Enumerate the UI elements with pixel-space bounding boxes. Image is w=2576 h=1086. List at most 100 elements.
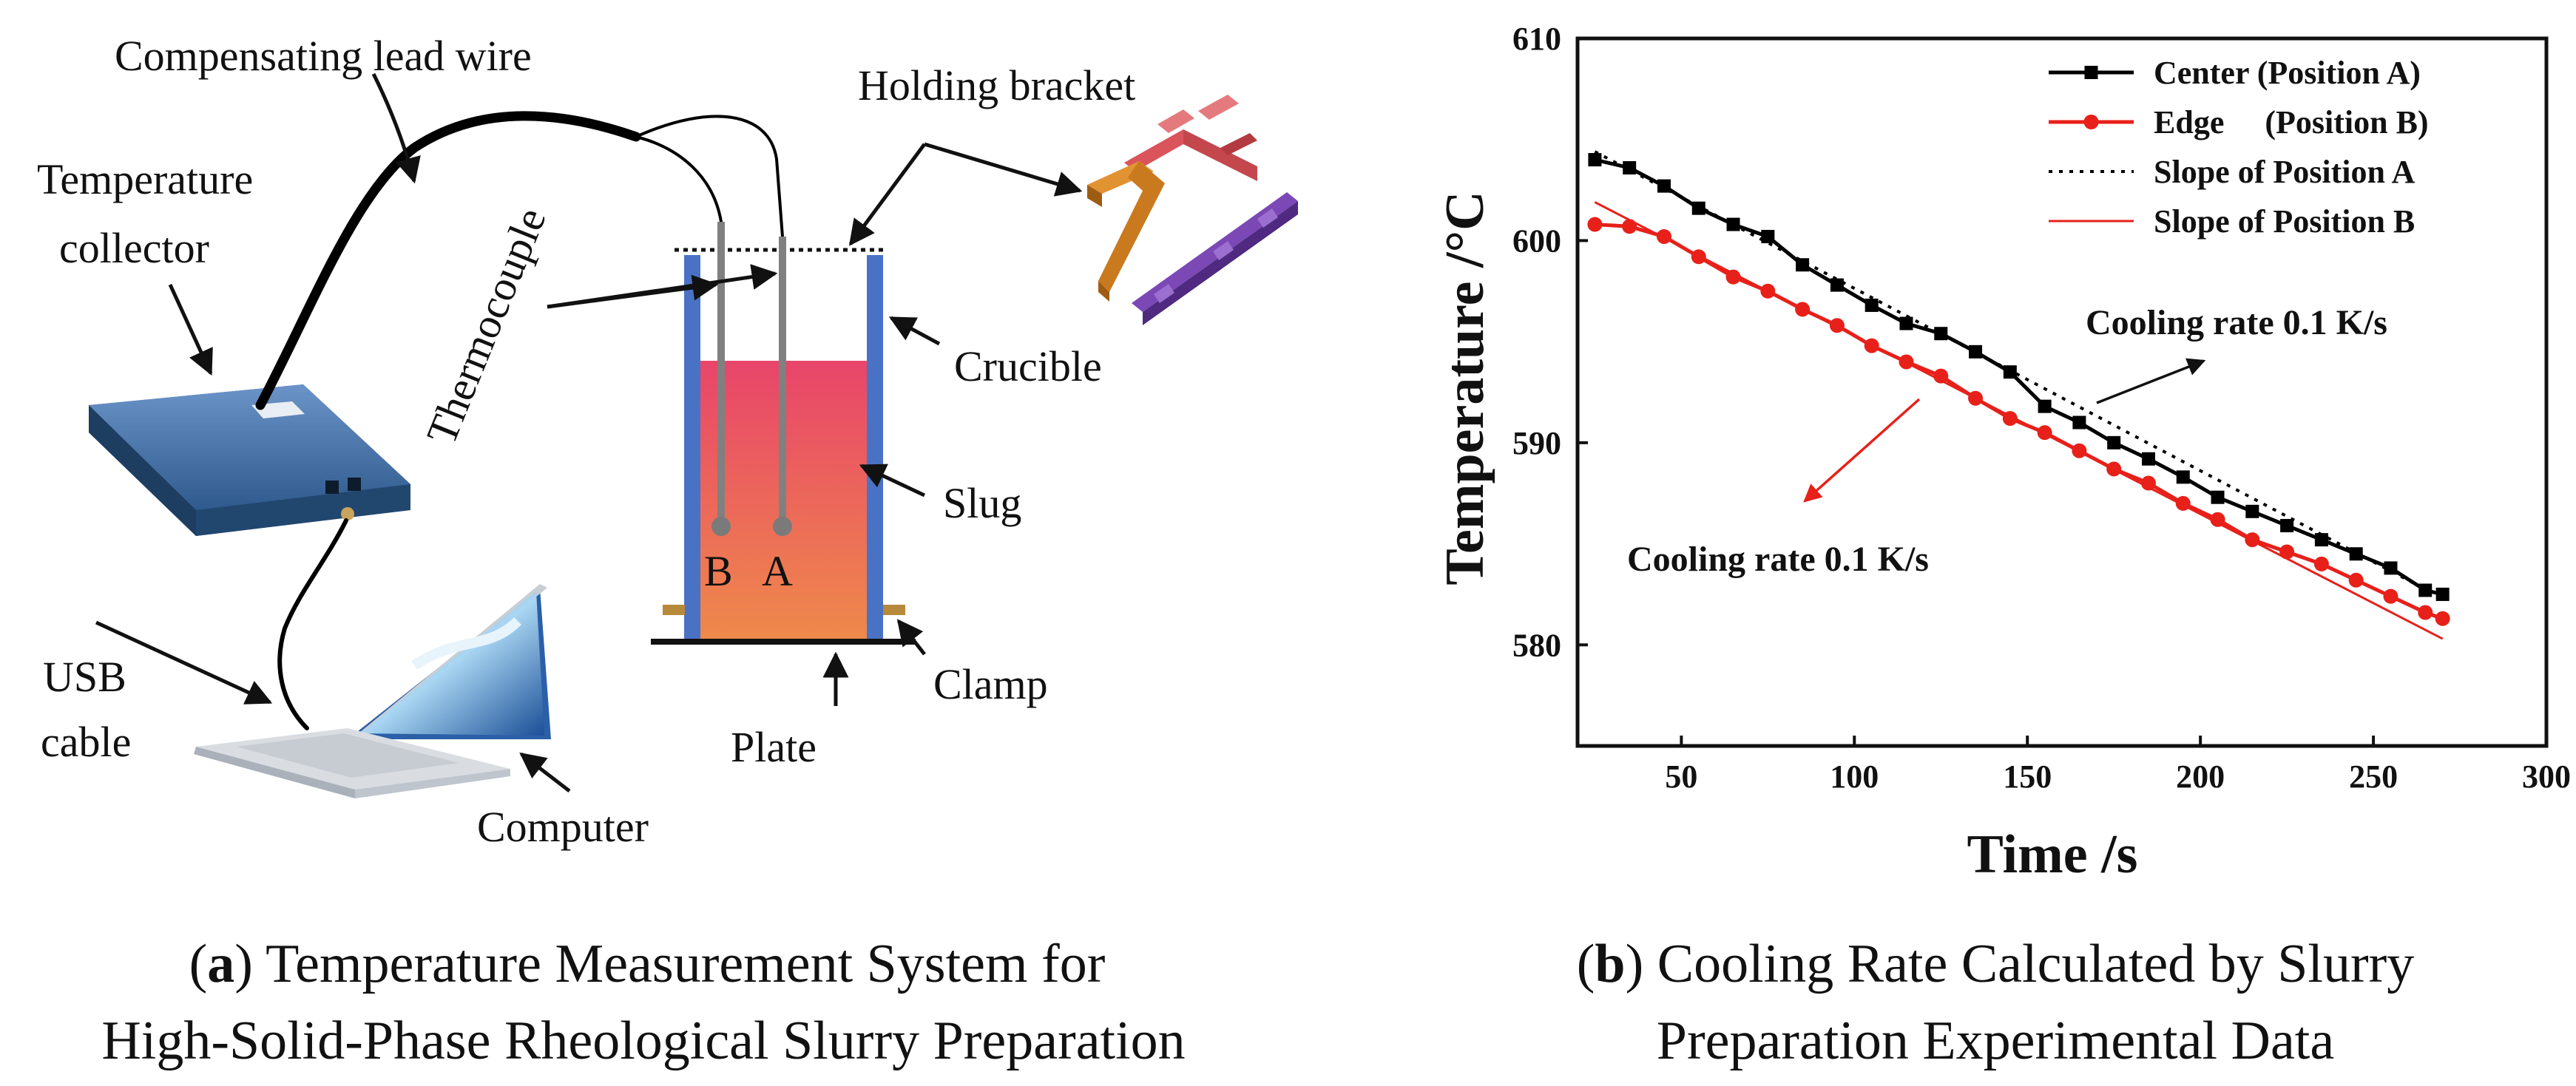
label-usb: USB — [43, 653, 126, 701]
series-line-3 — [1594, 201, 2444, 640]
plot-frame — [1575, 36, 2549, 748]
annotation-rate-b: Cooling rate 0.1 K/s — [1627, 540, 1929, 579]
point-position-a — [1830, 278, 1844, 292]
point-position-a — [2072, 415, 2086, 430]
arrow-bracket-left — [848, 143, 927, 246]
x-tick-label: 150 — [2003, 758, 2052, 795]
point-position-a — [2003, 365, 2017, 379]
x-axis-title: Time /s — [1967, 824, 2138, 885]
chart-legend: Center (Position A) Edge (Position B) Slop… — [2049, 55, 2429, 240]
annotation-arrow-b — [1803, 398, 1921, 503]
temperature-collector-device — [89, 384, 410, 536]
label-crucible: Crucible — [954, 342, 1102, 390]
point-position-a — [1691, 201, 1705, 215]
probe-a-tip — [773, 517, 792, 536]
compensating-lead-wire — [255, 111, 641, 410]
x-tick-label: 250 — [2349, 758, 2398, 795]
point-position-a — [2176, 470, 2190, 484]
crucible-right-wall — [867, 255, 883, 643]
point-position-b — [2435, 611, 2450, 626]
arrow-computer — [519, 752, 571, 793]
arrow-usb — [95, 620, 273, 705]
probe-a — [779, 237, 786, 526]
point-position-b — [2313, 556, 2329, 571]
label-clamp: Clamp — [933, 660, 1048, 708]
arrow-collector — [168, 283, 213, 376]
point-position-b — [2210, 512, 2225, 527]
thermocouple-wire-b — [635, 135, 723, 244]
label-plate: Plate — [731, 723, 817, 771]
panel-b-chart: 50 100 150 200 250 300 580 590 600 610 Center (Po… — [1435, 21, 2571, 1071]
point-position-b — [2383, 588, 2398, 604]
point-position-a — [2314, 533, 2328, 547]
y-axis-title: Temperature /°C — [1435, 191, 1495, 585]
point-position-b — [1622, 219, 1637, 234]
point-position-a — [2038, 399, 2052, 413]
crucible-left-wall — [684, 255, 700, 643]
annotation-rate-a: Cooling rate 0.1 K/s — [2086, 303, 2387, 342]
clamp-right — [883, 605, 905, 615]
arrow-compensating — [371, 72, 421, 184]
legend-marker-square — [2084, 66, 2098, 79]
x-tick-label: 300 — [2522, 758, 2571, 795]
point-position-a — [1588, 153, 1602, 167]
arrow-clamp — [896, 619, 926, 656]
annotation-arrow-a — [2096, 358, 2206, 404]
point-position-b — [2348, 572, 2364, 588]
y-tick-label: 610 — [1512, 21, 1561, 57]
bracket-orange — [1087, 161, 1165, 302]
series-line-2 — [1594, 150, 2444, 600]
point-position-a — [1899, 316, 1913, 330]
diagram-arrows — [95, 72, 1083, 793]
point-position-a — [2141, 452, 2155, 466]
label-temperature: Temperature — [37, 155, 253, 203]
laptop-computer — [194, 584, 551, 798]
point-position-a — [1657, 179, 1671, 193]
label-cable: cable — [41, 718, 131, 766]
label-computer: Computer — [477, 803, 649, 851]
chart-axes: 50 100 150 200 250 300 580 590 600 610 — [1512, 21, 2571, 795]
label-thermocouple: Thermocouple — [417, 201, 555, 451]
y-tick-label: 590 — [1512, 425, 1561, 461]
x-tick-label: 200 — [2176, 758, 2225, 795]
point-position-b — [2140, 475, 2156, 491]
label-compensating-wire: Compensating lead wire — [115, 32, 532, 80]
panel-a-diagram: Compensating lead wire Holding bracket T… — [37, 32, 1298, 1071]
x-tick-label: 100 — [1830, 758, 1879, 795]
caption-b-line1: (b) Cooling Rate Calculated by Slurry — [1577, 934, 2414, 994]
legend-label-2: Slope of Position A — [2154, 154, 2415, 190]
crucible-assembly — [651, 222, 916, 645]
y-tick-label: 580 — [1512, 627, 1561, 663]
point-position-b — [1587, 217, 1603, 232]
point-position-a — [1865, 298, 1879, 312]
caption-b-line2: Preparation Experimental Data — [1657, 1011, 2334, 1071]
legend-label-1: Edge (Position B) — [2154, 104, 2429, 140]
arrow-thermo-2 — [547, 264, 778, 309]
label-point-b: B — [704, 547, 733, 595]
point-position-a — [1934, 327, 1948, 341]
point-position-a — [2107, 435, 2121, 449]
point-position-b — [1725, 269, 1741, 285]
caption-b-text1: Cooling Rate Calculated by Slurry — [1657, 934, 2415, 994]
label-slug: Slug — [943, 479, 1021, 527]
arrow-slug — [859, 464, 926, 498]
point-position-b — [2418, 605, 2433, 620]
x-tick-label: 50 — [1665, 758, 1697, 795]
point-position-a — [1796, 258, 1810, 272]
y-tick-label: 600 — [1512, 223, 1561, 259]
label-holding-bracket: Holding bracket — [858, 61, 1135, 109]
caption-b-letter: b — [1595, 934, 1625, 994]
legend-label-3: Slope of Position B — [2154, 203, 2415, 240]
holding-bracket-parts — [1087, 95, 1298, 325]
probe-b — [717, 222, 725, 526]
point-position-a — [1761, 229, 1775, 243]
point-position-a — [2211, 490, 2225, 504]
thermocouple-wire-a — [635, 115, 784, 237]
caption-a-line1: (a) Temperature Measurement System for — [189, 934, 1106, 994]
caption-a-letter: a — [207, 934, 234, 994]
point-position-a — [2245, 504, 2259, 518]
label-collector: collector — [59, 224, 209, 272]
arrow-bracket-right — [924, 142, 1083, 197]
legend-label-0: Center (Position A) — [2154, 55, 2421, 91]
